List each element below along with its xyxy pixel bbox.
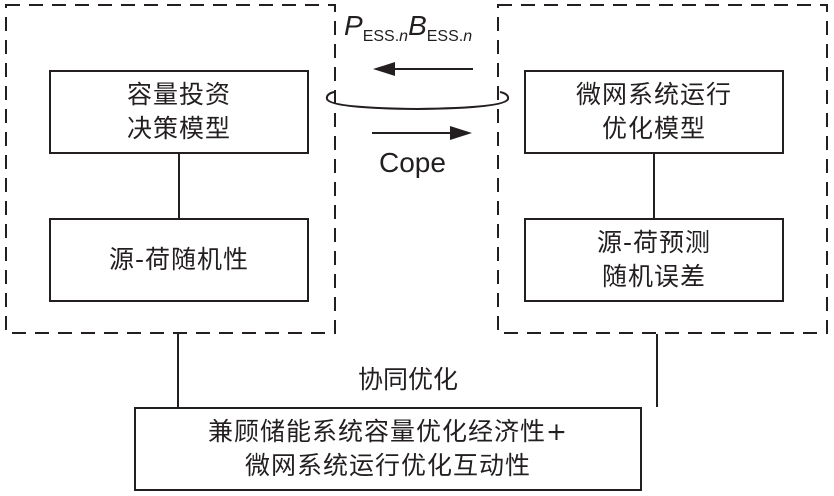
right-dashed-group xyxy=(497,4,828,334)
b-subscript-n: n xyxy=(463,28,473,45)
left-dashed-group xyxy=(5,4,336,334)
source-load-randomness-box: 源-荷随机性 xyxy=(49,218,309,302)
coordination-label: 协同优化 xyxy=(358,365,459,394)
p-subscript: ESS. xyxy=(362,28,400,45)
microgrid-operation-model-box: 微网系统运行 优化模型 xyxy=(524,70,784,154)
b-subscript: ESS. xyxy=(426,28,464,45)
box-text: 优化模型 xyxy=(601,114,706,143)
left-to-result-connector xyxy=(177,334,179,407)
p-subscript-n: n xyxy=(399,28,409,45)
p-symbol: P xyxy=(344,10,363,41)
right-connector xyxy=(653,154,655,218)
capacity-investment-model-box: 容量投资 决策模型 xyxy=(49,70,309,154)
interaction-ring xyxy=(325,91,510,111)
box-text: 源-荷预测 xyxy=(596,228,712,257)
box-text: 兼顾储能系统容量优化经济性+ xyxy=(208,417,568,446)
arrow-right-head xyxy=(450,126,472,140)
box-text: 微网系统运行 xyxy=(575,80,732,109)
box-text: 微网系统运行优化互动性 xyxy=(244,451,531,480)
result-box: 兼顾储能系统容量优化经济性+ 微网系统运行优化互动性 xyxy=(134,407,642,491)
cope-label: Cope xyxy=(379,147,446,178)
box-text: 决策模型 xyxy=(126,114,231,143)
right-to-result-connector xyxy=(656,334,658,407)
b-symbol: B xyxy=(408,10,427,41)
box-text: 随机误差 xyxy=(601,262,706,291)
box-text: 源-荷随机性 xyxy=(108,245,250,274)
forecast-error-box: 源-荷预测 随机误差 xyxy=(524,218,784,302)
left-connector xyxy=(178,154,180,218)
box-text: 容量投资 xyxy=(126,80,231,109)
ess-parameters-label: PESS.nBESS.n xyxy=(344,10,472,46)
arrow-left-head xyxy=(373,62,395,76)
